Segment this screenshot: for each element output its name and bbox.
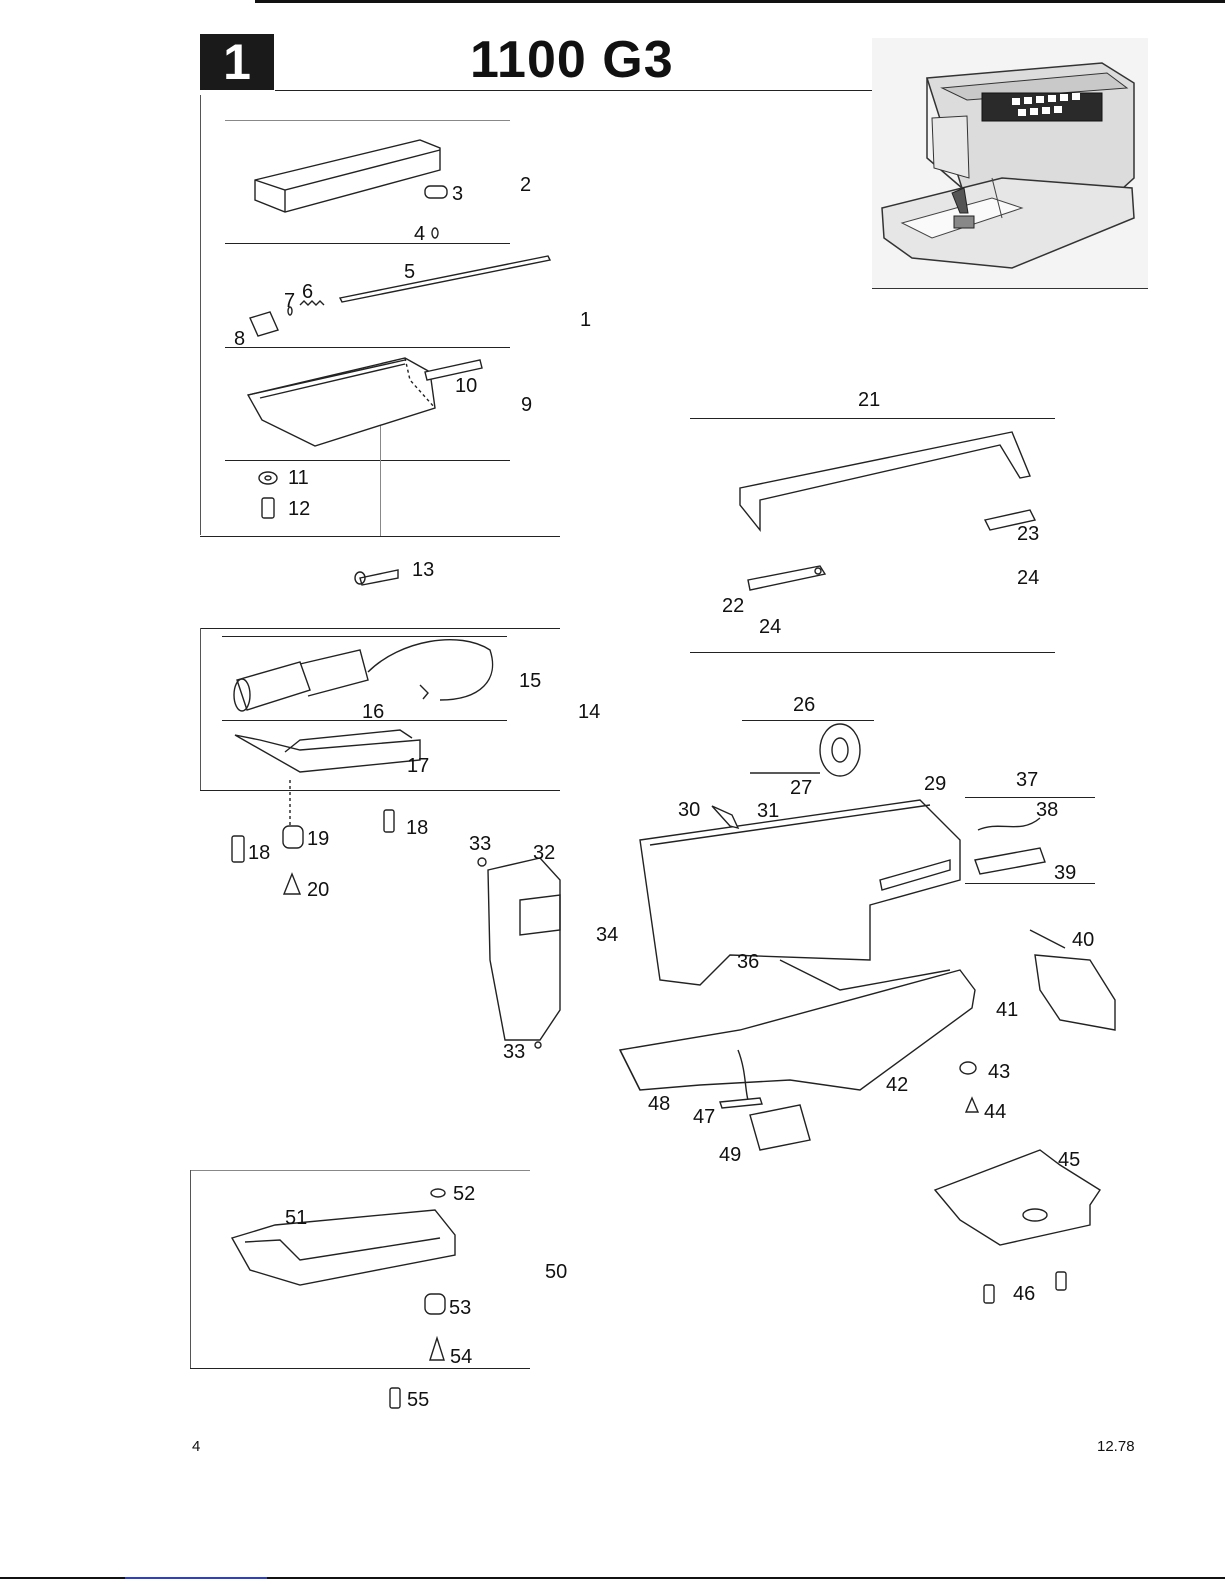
part-label: 19 xyxy=(307,829,329,849)
part-label: 42 xyxy=(886,1075,908,1095)
part-label: 3 xyxy=(452,184,463,204)
part-label: 15 xyxy=(519,671,541,691)
part-label: 45 xyxy=(1058,1150,1080,1170)
part-label: 51 xyxy=(285,1208,307,1228)
part-label: 36 xyxy=(737,952,759,972)
part-label: 30 xyxy=(678,800,700,820)
part-label: 48 xyxy=(648,1094,670,1114)
scroll-indicator xyxy=(125,1577,267,1579)
part-label: 10 xyxy=(455,376,477,396)
part-label: 23 xyxy=(1017,524,1039,544)
part-label: 21 xyxy=(858,390,880,410)
part-label: 24 xyxy=(1017,568,1039,588)
part-label: 49 xyxy=(719,1145,741,1165)
page-number: 4 xyxy=(192,1438,200,1455)
part-label: 8 xyxy=(234,329,245,349)
part-label: 18 xyxy=(406,818,428,838)
date-code: 12.78 xyxy=(1097,1438,1135,1455)
part-label: 29 xyxy=(924,774,946,794)
part-label: 12 xyxy=(288,499,310,519)
part-label: 4 xyxy=(414,224,425,244)
part-label: 55 xyxy=(407,1390,429,1410)
part-label: 37 xyxy=(1016,770,1038,790)
part-label: 33 xyxy=(503,1042,525,1062)
part-label: 34 xyxy=(596,925,618,945)
part-label: 46 xyxy=(1013,1284,1035,1304)
part-label: 1 xyxy=(580,310,591,330)
part-label: 18 xyxy=(248,843,270,863)
part-label: 16 xyxy=(362,702,384,722)
part-label: 6 xyxy=(302,282,313,302)
part-label: 39 xyxy=(1054,863,1076,883)
part-label: 14 xyxy=(578,702,600,722)
part-label: 50 xyxy=(545,1262,567,1282)
part-label: 52 xyxy=(453,1184,475,1204)
part-label: 38 xyxy=(1036,800,1058,820)
part-label: 31 xyxy=(757,801,779,821)
part-label: 27 xyxy=(790,778,812,798)
part-label: 2 xyxy=(520,175,531,195)
part-label: 41 xyxy=(996,1000,1018,1020)
part-label: 11 xyxy=(288,468,309,488)
part-label: 24 xyxy=(759,617,781,637)
part-label: 53 xyxy=(449,1298,471,1318)
part-label: 7 xyxy=(284,291,295,311)
part-label: 26 xyxy=(793,695,815,715)
part-label: 44 xyxy=(984,1102,1006,1122)
part-label: 32 xyxy=(533,843,555,863)
part-label: 47 xyxy=(693,1107,715,1127)
part-label: 9 xyxy=(521,395,532,415)
part-label: 5 xyxy=(404,262,415,282)
part-label: 13 xyxy=(412,560,434,580)
part-label: 40 xyxy=(1072,930,1094,950)
part-label: 33 xyxy=(469,834,491,854)
part-label: 43 xyxy=(988,1062,1010,1082)
part-label: 54 xyxy=(450,1347,472,1367)
part-label: 17 xyxy=(407,756,429,776)
part-label: 20 xyxy=(307,880,329,900)
part-label: 22 xyxy=(722,596,744,616)
